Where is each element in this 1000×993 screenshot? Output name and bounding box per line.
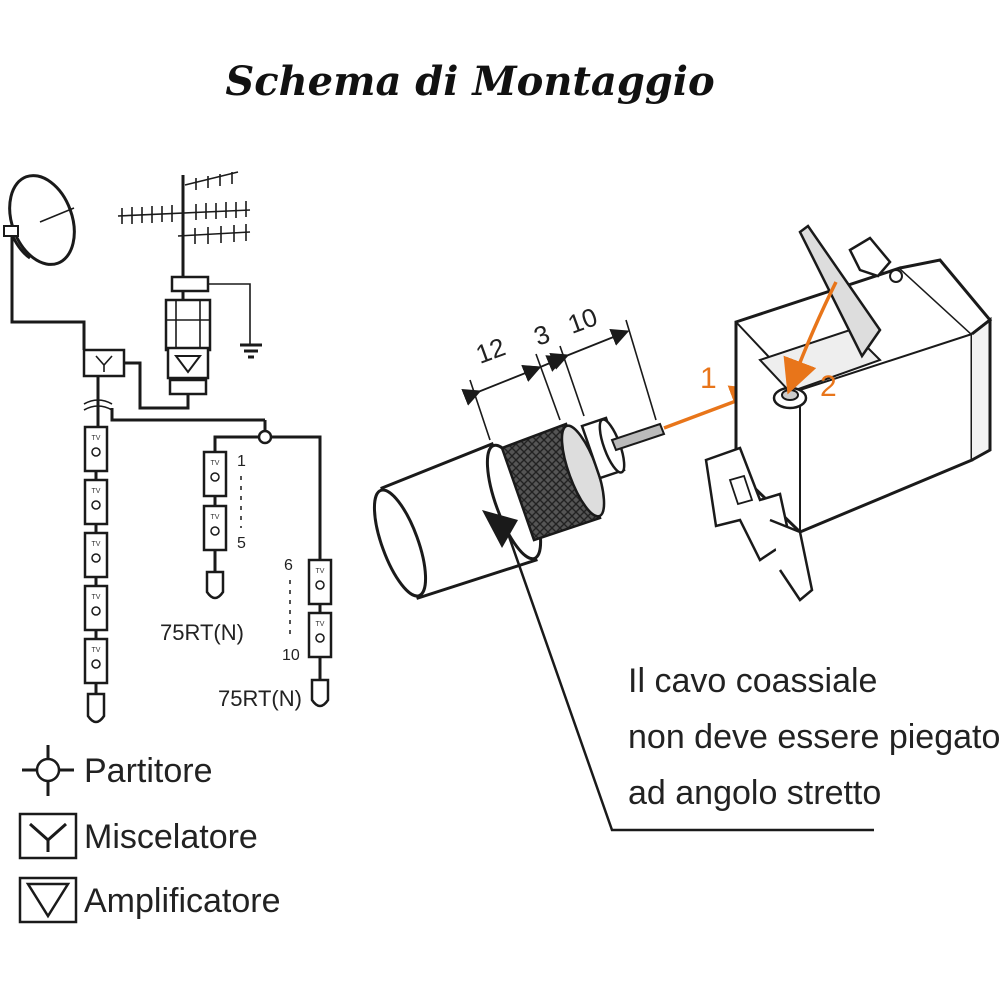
tv-outlet: TV — [83, 637, 109, 685]
svg-text:10: 10 — [282, 647, 300, 664]
svg-text:6: 6 — [284, 557, 293, 574]
tv-outlet: TV — [307, 611, 333, 659]
outlet-column-main: TV TV TV TV — [83, 425, 109, 724]
terminator-icon — [86, 692, 106, 724]
legend-splitter: Partitore — [22, 745, 213, 796]
amplifier-icon — [174, 355, 202, 374]
page-title: Schema di Montaggio — [225, 58, 714, 105]
terminator-label-a: 75RT(N) — [160, 620, 244, 645]
svg-text:1: 1 — [237, 453, 246, 470]
warning-note: Il cavo coassiale non deve essere piegat… — [628, 662, 1000, 812]
power-supply-box — [168, 378, 208, 396]
mixer-legend-icon — [29, 822, 67, 852]
splitter-icon — [257, 429, 273, 445]
tv-outlet: TV — [307, 558, 333, 606]
amplifier-box — [166, 346, 210, 380]
svg-text:TV: TV — [211, 460, 220, 467]
svg-text:TV: TV — [92, 435, 101, 442]
svg-text:TV: TV — [316, 621, 325, 628]
mixer-box — [82, 348, 126, 378]
dimension-10: 10 — [564, 302, 601, 340]
note-line-2: non deve essere piegato — [628, 718, 1000, 756]
clamp-flap — [798, 224, 882, 359]
dimension-3: 3 — [530, 318, 554, 351]
installation-schematic: TV TV TV TV — [3, 171, 333, 724]
splitter-legend-icon — [35, 757, 61, 783]
satellite-dish-icon — [3, 174, 76, 266]
dimension-12: 12 — [472, 332, 509, 370]
svg-text:Partitore: Partitore — [84, 752, 213, 790]
clamp-arrow — [783, 281, 838, 395]
svg-text:TV: TV — [316, 568, 325, 575]
center-conductor — [610, 422, 666, 452]
tv-outlet: TV — [83, 584, 109, 632]
terrestrial-antenna-icon — [117, 171, 251, 290]
callout-line — [503, 524, 874, 832]
callout-arrowhead — [482, 510, 518, 548]
svg-text:TV: TV — [92, 541, 101, 548]
dimension-guides: 12 3 10 — [461, 302, 657, 441]
mixer-icon — [95, 355, 113, 372]
note-line-1: Il cavo coassiale — [628, 662, 877, 700]
step-1-label: 1 — [700, 362, 717, 395]
note-line-3: ad angolo stretto — [628, 774, 881, 812]
legend: Partitore Miscelatore Amplificatore — [18, 745, 281, 924]
svg-text:TV: TV — [92, 647, 101, 654]
outlet-column-branch-b: TV TV 6 10 75RT(N) — [218, 557, 333, 711]
terminator-icon — [205, 570, 225, 600]
tv-outlet: TV — [83, 531, 109, 579]
coax-connector-illustration: 12 3 10 1 2 — [372, 224, 993, 832]
ground-icon — [240, 343, 262, 359]
svg-text:Miscelatore: Miscelatore — [84, 818, 258, 856]
legend-amplifier: Amplificatore — [18, 876, 281, 924]
tv-outlet: TV — [202, 504, 228, 552]
svg-text:5: 5 — [237, 535, 246, 552]
svg-text:TV: TV — [211, 514, 220, 521]
svg-text:TV: TV — [92, 594, 101, 601]
tv-outlet: TV — [83, 478, 109, 526]
dish-cable — [10, 236, 86, 350]
antenna-connector — [170, 275, 210, 293]
terminator-label-b: 75RT(N) — [218, 686, 302, 711]
wall-socket — [704, 224, 993, 602]
cable-jacket — [372, 442, 543, 600]
mast-amplifier-housing — [164, 298, 212, 352]
tv-outlet: TV — [202, 450, 228, 498]
svg-text:Amplificatore: Amplificatore — [84, 882, 281, 920]
amplifier-legend-icon — [25, 882, 71, 919]
step-2-label: 2 — [820, 370, 837, 403]
outlet-column-branch-a: TV TV 1 5 75RT(N) — [160, 450, 246, 645]
legend-mixer: Miscelatore — [18, 812, 258, 860]
svg-text:TV: TV — [92, 488, 101, 495]
terminator-icon — [310, 678, 330, 708]
tv-outlet: TV — [83, 425, 109, 473]
